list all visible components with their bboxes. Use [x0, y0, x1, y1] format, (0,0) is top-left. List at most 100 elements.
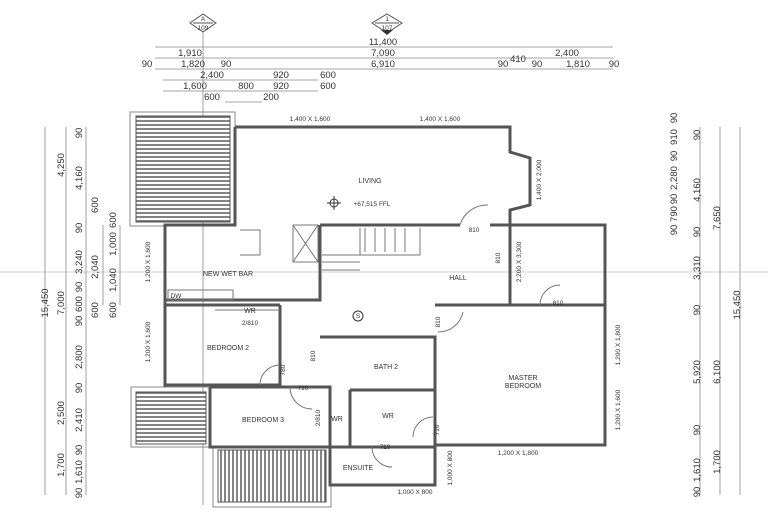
top-dimension-label: 90 — [532, 59, 543, 70]
right-dimension-label: 5,920 — [692, 360, 703, 384]
right-dimension-label: 790 — [669, 206, 680, 222]
deck-top-left — [135, 115, 231, 223]
left-dimension-label: 15,450 — [40, 288, 51, 317]
window-door-annotation: 1,400 X 2,000 — [536, 159, 543, 200]
room-label: MASTER — [508, 375, 537, 382]
top-dimension-label: 200 — [263, 92, 279, 103]
left-dimension-label: 90 — [74, 316, 85, 327]
right-dimension-label: 2,280 — [669, 166, 680, 190]
window-door-annotation: 1,000 X 800 — [397, 489, 432, 496]
room-label: BATH 2 — [374, 364, 398, 371]
top-dimension-label: 90 — [609, 59, 620, 70]
room-label: BEDROOM 2 — [207, 345, 249, 352]
left-dimension-label: 2,500 — [56, 401, 67, 425]
left-dimension-label: 90 — [74, 128, 85, 139]
top-dimension-label: 1,910 — [178, 48, 202, 59]
window-door-annotation: 1,200 X 1,600 — [145, 321, 152, 362]
top-dimension-label: 600 — [320, 81, 336, 92]
room-label: HALL — [449, 275, 467, 282]
window-door-annotation: 710 — [298, 385, 309, 392]
right-dimension-label: 90 — [692, 425, 703, 436]
right-dimension-label: 3,310 — [692, 256, 703, 280]
section-marker-a[interactable]: A 109 — [189, 13, 217, 33]
deck-bottom — [217, 449, 327, 503]
left-dimension-label: 90 — [74, 488, 85, 499]
top-dimension-label: 1,810 — [566, 59, 590, 70]
window-door-annotation: 2,200 X 3,300 — [516, 241, 523, 282]
room-label: BEDROOM 3 — [242, 417, 284, 424]
left-dimension-label: 1,000 — [108, 232, 119, 256]
right-dimension-label: 7,650 — [712, 206, 723, 230]
window-door-annotation: 1,200 X 1,600 — [145, 241, 152, 282]
right-dimension-label: 90 — [669, 151, 680, 162]
window-door-annotation: 810 — [310, 350, 317, 361]
top-dimension-label: 2,400 — [555, 48, 579, 59]
left-dimension-label: 90 — [74, 282, 85, 293]
top-dimension-label: 6,910 — [371, 59, 395, 70]
right-dimension-label: 90 — [692, 130, 703, 141]
right-dimension-label: 4,160 — [692, 178, 703, 202]
level-marker: +67,515 FFL — [327, 196, 391, 210]
left-dimension-label: 3,240 — [74, 250, 85, 274]
section-marker-1[interactable]: 1 107 — [371, 13, 403, 35]
walls — [163, 125, 607, 487]
left-dimension-label: 1,040 — [108, 268, 119, 292]
right-dimension-label: 1,700 — [712, 450, 723, 474]
window-door-annotation: 2/810 — [315, 409, 322, 426]
left-dimension-label: 7,000 — [56, 291, 67, 315]
top-dimension-label: 2,400 — [200, 70, 224, 81]
top-dimension-label: 7,090 — [371, 48, 395, 59]
smoke-detector-icon: S — [352, 310, 364, 322]
window-door-annotation: 810 — [553, 300, 564, 307]
window-door-annotation: DW — [171, 293, 183, 300]
right-dimension-label: 90 — [669, 194, 680, 205]
top-dimension-label: 410 — [510, 54, 526, 65]
left-dimension-label: 600 — [90, 302, 101, 318]
top-dimension-label: 11,400 — [369, 37, 397, 48]
left-dimension-label: 600 — [90, 197, 101, 213]
left-dimension-label: 600 — [108, 302, 119, 318]
top-dimension-label: 90 — [498, 59, 509, 70]
left-dimension-label: 90 — [74, 383, 85, 394]
right-dimension-label: 90 — [692, 487, 703, 498]
window-door-annotation: 810 — [495, 252, 502, 263]
dimension-lines — [0, 30, 768, 505]
room-label: BEDROOM — [505, 383, 541, 390]
right-dimension-label: 90 — [692, 227, 703, 238]
top-dimension-label: 90 — [142, 59, 153, 70]
marker-1-top: 1 — [385, 16, 389, 23]
marker-a-top: A — [201, 16, 206, 23]
left-dimension-label: 1,700 — [56, 453, 67, 477]
window-door-annotation: 710 — [380, 444, 391, 451]
right-dimension-label: 1,610 — [692, 458, 703, 482]
left-dimension-label: 2,040 — [90, 255, 101, 279]
top-dimension-label: 600 — [204, 92, 220, 103]
window-door-annotation: 1,400 X 1,600 — [290, 116, 331, 123]
left-dimension-label: 2,800 — [74, 345, 85, 369]
right-dimension-label: 90 — [669, 113, 680, 124]
room-label: LIVING — [359, 178, 382, 185]
right-dimension-label: 910 — [669, 129, 680, 145]
deck-left — [135, 391, 207, 445]
left-dimension-label: 4,160 — [74, 166, 85, 190]
decks — [129, 111, 332, 508]
marker-a-bottom: 109 — [198, 25, 209, 32]
ffl-level-label: +67,515 FFL — [353, 201, 390, 208]
window-door-annotation: 1,200 X 1,600 — [615, 389, 622, 430]
window-door-annotation: 810 — [469, 227, 480, 234]
window-door-annotation: 1,200 X 1,800 — [498, 450, 539, 457]
left-dimension-label: 4,250 — [56, 153, 67, 177]
window-door-annotation: 2/810 — [242, 320, 259, 327]
marker-1-bottom: 107 — [382, 25, 393, 32]
left-dimension-label: 600 — [74, 296, 85, 312]
window-door-annotation: 1,400 X 1,600 — [420, 116, 461, 123]
room-label: WR — [382, 413, 394, 420]
left-dimension-label: 90 — [74, 445, 85, 456]
top-dimension-label: 920 — [273, 70, 289, 81]
top-dimension-label: 1,600 — [183, 81, 207, 92]
svg-text:S: S — [356, 313, 361, 320]
room-label: NEW WET BAR — [203, 271, 253, 278]
left-dimension-label: 600 — [108, 212, 119, 228]
room-label: ENSUITE — [343, 465, 374, 472]
